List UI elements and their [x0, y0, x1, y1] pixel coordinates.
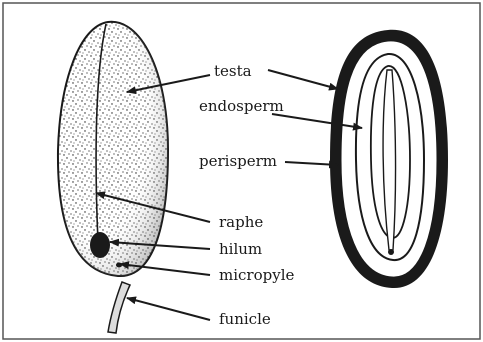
label-funicle: funicle: [219, 310, 271, 328]
funicle-arrow: [127, 298, 210, 320]
label-endosperm: endosperm: [199, 97, 284, 115]
label-testa: testa: [214, 62, 252, 80]
label-perisperm: perisperm: [199, 152, 277, 170]
label-hilum: hilum: [219, 240, 262, 258]
funicle-stalk: [108, 282, 130, 333]
seed-section-view: [330, 30, 448, 288]
labels: testa endosperm perisperm raphe hilum mi…: [199, 62, 294, 328]
label-micropyle: micropyle: [219, 266, 294, 284]
testa-arrow-right: [268, 70, 338, 89]
seed-shading: [58, 22, 168, 276]
embryo-tip: [388, 249, 394, 255]
seed-external-view: [58, 22, 168, 333]
hilum-spot: [90, 232, 110, 258]
label-raphe: raphe: [219, 213, 263, 231]
